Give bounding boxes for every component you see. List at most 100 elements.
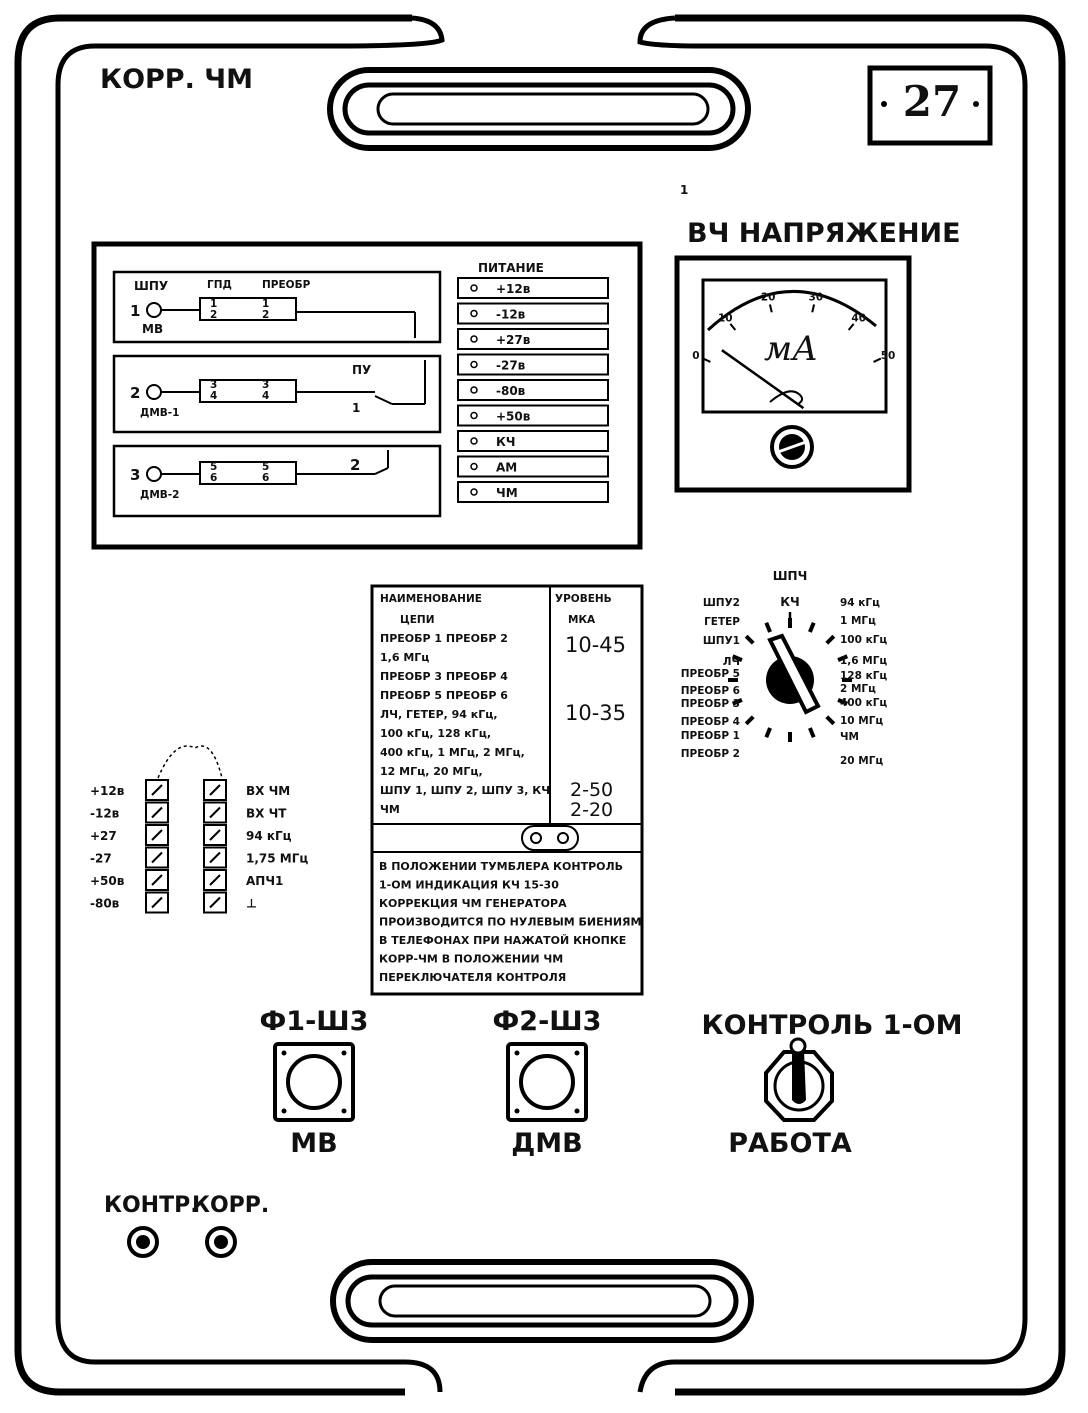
input-3-pin-b: 6	[210, 472, 217, 484]
table-name-line: ЛЧ, ГЕТЕР, 94 кГц,	[380, 708, 498, 721]
switch-position-mark	[825, 715, 836, 726]
power-row-dot	[470, 411, 478, 420]
table-screws	[521, 825, 579, 851]
switch-position-mark	[808, 621, 816, 633]
input-1-pin-d: 2	[262, 309, 269, 321]
switch-left-label: ЛЧ	[723, 656, 740, 668]
control-toggle-switch[interactable]	[764, 1037, 834, 1122]
switch-right-label: 100 кГц	[840, 634, 887, 646]
switch-right-label: 2 МГц	[840, 683, 876, 695]
input-1-pin-c: 1	[262, 298, 269, 310]
label-preobr: ПРЕОБР	[262, 279, 311, 291]
switch-position-mark	[764, 727, 772, 739]
meter-tick	[847, 323, 855, 331]
power-row-dot	[470, 488, 478, 496]
switch-position-mark	[744, 715, 755, 726]
test-point-left-label: -12в	[90, 807, 120, 821]
table-name-line: ПРЕОБР 1 ПРЕОБР 2	[380, 632, 508, 645]
connector-2-bottom-label: ДМВ	[511, 1128, 583, 1159]
switch-dial	[728, 618, 852, 742]
switch-right-label: ЧМ	[840, 731, 859, 743]
control-rotary-switch[interactable]	[728, 612, 852, 742]
jack-kontr[interactable]	[127, 1226, 159, 1258]
switch-position-mark	[744, 634, 755, 645]
table-name-line: 400 кГц, 1 МГц, 2 МГц,	[380, 746, 525, 759]
input-2-num: 2	[130, 384, 140, 402]
input-3-num: 3	[130, 466, 140, 484]
label-shpu: ШПУ	[134, 279, 168, 293]
table-note-line: КОРР-ЧМ В ПОЛОЖЕНИИ ЧМ	[379, 953, 563, 966]
input-1-name: МВ	[142, 322, 163, 336]
bottom-handle	[330, 1259, 754, 1343]
jack-left-label: КОНТР.	[104, 1193, 199, 1218]
switch-left-label: ПРЕОБР 1	[681, 730, 740, 742]
meter-tick-label: 50	[881, 350, 896, 362]
power-row-dot	[470, 335, 478, 343]
power-row-label: АМ	[496, 461, 517, 475]
connector-1-bottom-label: МВ	[290, 1128, 337, 1159]
power-row-label: ЧМ	[496, 486, 518, 500]
test-point-right-label: ВХ ЧМ	[246, 784, 290, 798]
meter-tick	[702, 357, 711, 363]
power-row-label: -80в	[496, 384, 526, 398]
meter-unit: мА	[764, 329, 818, 369]
connector-1-top-label: Ф1-Ш3	[260, 1006, 369, 1037]
switch-top-sub: КЧ	[780, 595, 800, 609]
plate-number: 27	[903, 77, 961, 126]
test-point-left-label: -80в	[90, 897, 120, 911]
table-name-line: ПРЕОБР 5 ПРЕОБР 6	[380, 689, 508, 702]
test-point-left-label: +27	[90, 829, 117, 843]
circuit-row-3	[146, 450, 389, 485]
power-row	[457, 353, 609, 376]
switch-right-label: 20 МГц	[840, 755, 883, 767]
circuit-row-2	[146, 360, 426, 405]
power-row-label: -27в	[496, 359, 526, 373]
input-3-pin-c: 5	[262, 461, 269, 473]
meter-tick	[729, 323, 737, 331]
input-3-pin-d: 6	[262, 472, 269, 484]
switch-left-label: ШПУ2	[703, 597, 740, 609]
switch-left-label: ПРЕОБР 2	[681, 748, 740, 760]
switch-right-label: 1,6 МГц	[840, 655, 887, 667]
input-1-pin-b: 2	[210, 309, 217, 321]
switch-top-label: ШПЧ	[773, 569, 808, 583]
power-row-dot	[470, 360, 478, 369]
connector-f2-sh3[interactable]	[506, 1042, 588, 1122]
table-col2-header-1: УРОВЕНЬ	[555, 593, 612, 605]
table-level-4: 2-20	[570, 799, 613, 821]
input-2-name: ДМВ-1	[140, 407, 179, 419]
meter-tick-label: 30	[809, 292, 824, 304]
table-note-line: КОРРЕКЦИЯ ЧМ ГЕНЕРАТОРА	[379, 897, 567, 910]
power-row-dot	[470, 309, 478, 318]
table-col1-header-2: ЦЕПИ	[400, 614, 435, 626]
power-row	[457, 379, 609, 401]
circuit-panel: ШПУ ГПД ПРЕОБР ПУ 1 МВ 1 2 1 2 2 ДМВ-1 3…	[91, 241, 643, 550]
input-3-pin-a: 5	[210, 461, 217, 473]
power-row-label: +50в	[496, 410, 531, 424]
switch-position-mark	[808, 727, 816, 739]
table-level-3: 2-50	[570, 779, 613, 801]
table-note-line: ПЕРЕКЛЮЧАТЕЛЯ КОНТРОЛЯ	[379, 971, 566, 984]
jack-korr[interactable]	[205, 1226, 237, 1258]
power-row	[457, 277, 609, 299]
label-pu: ПУ	[352, 363, 371, 377]
switch-left-label: ПРЕОБР 6	[681, 685, 740, 697]
switch-left-label: ПРЕОБР 4	[681, 716, 740, 728]
power-row-label: +12в	[496, 282, 531, 296]
switch-left-label: ПРЕОБР 5	[681, 668, 740, 680]
levels-table: НАИМЕНОВАНИЕ ЦЕПИ УРОВЕНЬ МКА ПРЕОБР 1 П…	[370, 584, 644, 996]
table-col1-header-1: НАИМЕНОВАНИЕ	[380, 593, 482, 605]
power-row	[457, 430, 609, 452]
switch-position-mark	[825, 634, 836, 645]
power-row	[457, 404, 609, 427]
connector-f1-sh3[interactable]	[273, 1042, 355, 1122]
table-name-line: 100 кГц, 128 кГц,	[380, 727, 491, 740]
table-name-line: ЧМ	[380, 803, 400, 816]
input-2-pin-d: 4	[262, 390, 269, 402]
input-2-pin-c: 3	[262, 379, 269, 391]
input-2-pin-b: 4	[210, 390, 217, 402]
test-point-left-label: +12в	[90, 784, 125, 798]
